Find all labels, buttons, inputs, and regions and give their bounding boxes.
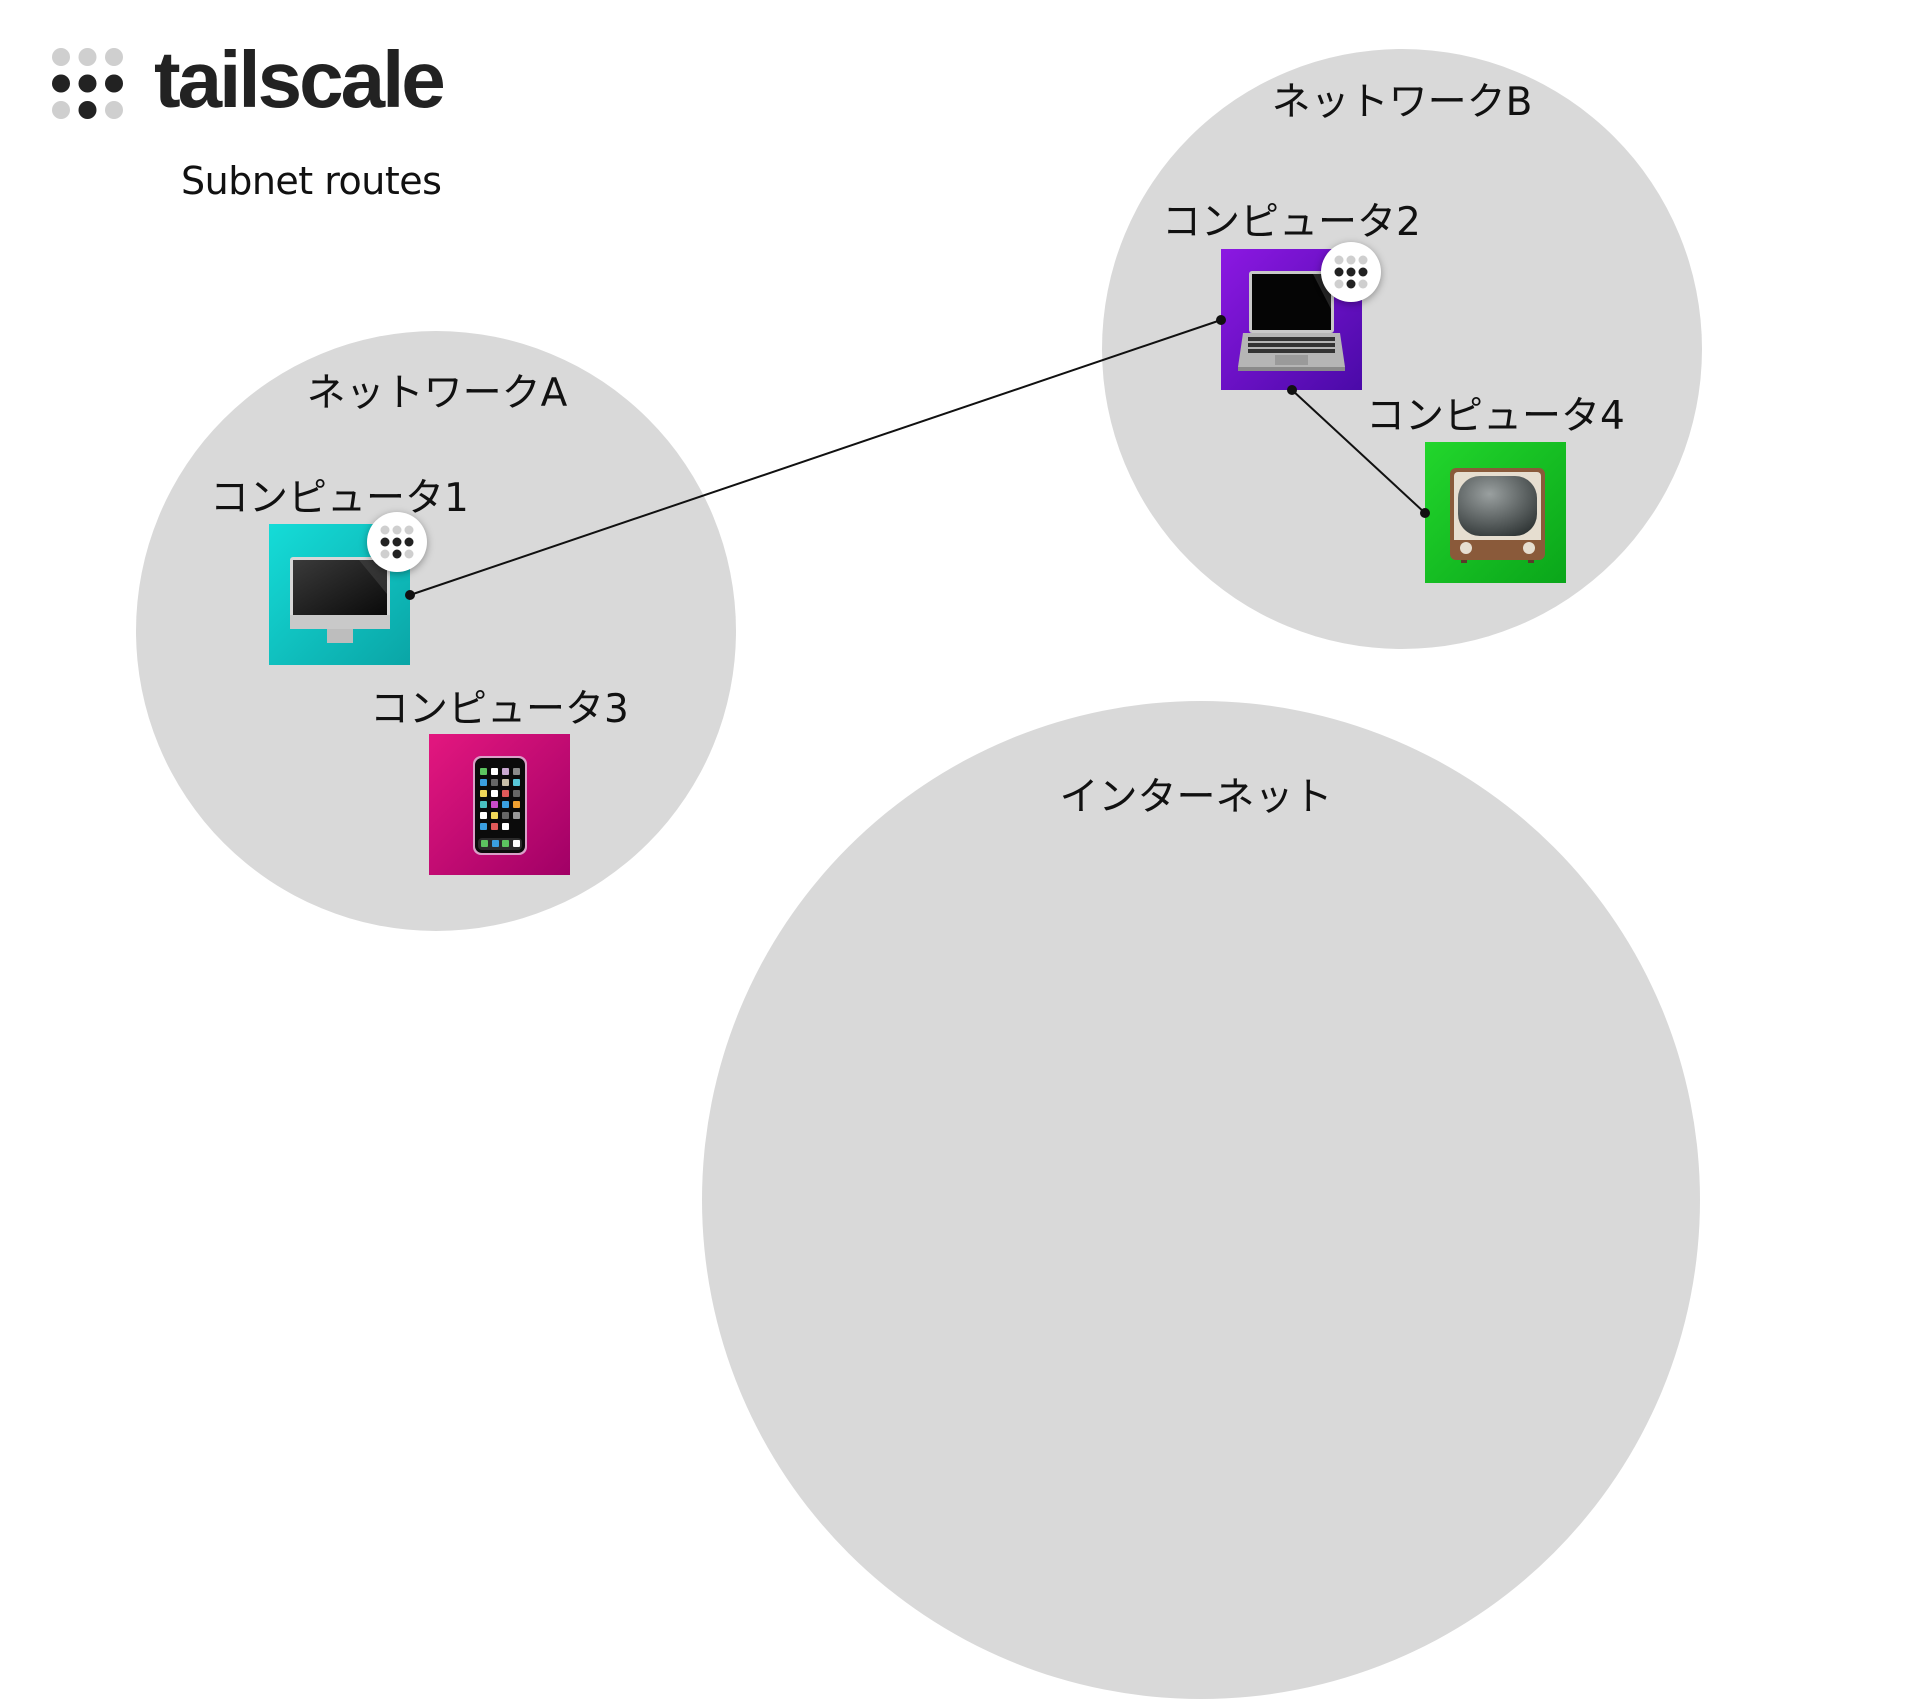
laptop-icon (1238, 271, 1345, 371)
tailscale-badge-computer-2 (1321, 242, 1381, 302)
internet-circle (702, 701, 1700, 1699)
television-icon (1450, 468, 1545, 563)
computer-4-node[interactable] (1425, 442, 1566, 583)
tailscale-logo (50, 46, 126, 122)
tailscale-badge-icon (380, 525, 414, 559)
internet-label: インターネット (1059, 775, 1333, 820)
computer-4-label: コンピュータ4 (1366, 394, 1625, 439)
desktop-computer-icon (290, 557, 390, 643)
tailscale-badge-icon (1334, 255, 1368, 289)
page-subtitle: Subnet routes (181, 159, 442, 203)
brand-name: tailscale (154, 35, 446, 124)
network-b-label: ネットワークB (1271, 80, 1533, 125)
tailscale-badge-computer-1 (367, 512, 427, 572)
network-b-circle (1102, 49, 1702, 649)
computer-3-node[interactable] (429, 734, 570, 875)
tailscale-dots-logo-icon (52, 48, 123, 119)
mobile-phone-icon (473, 756, 527, 855)
computer-2-label: コンピュータ2 (1162, 200, 1421, 245)
network-a-label: ネットワークA (306, 371, 568, 416)
computer-3-label: コンピュータ3 (370, 687, 629, 732)
computer-1-label: コンピュータ1 (210, 476, 469, 521)
